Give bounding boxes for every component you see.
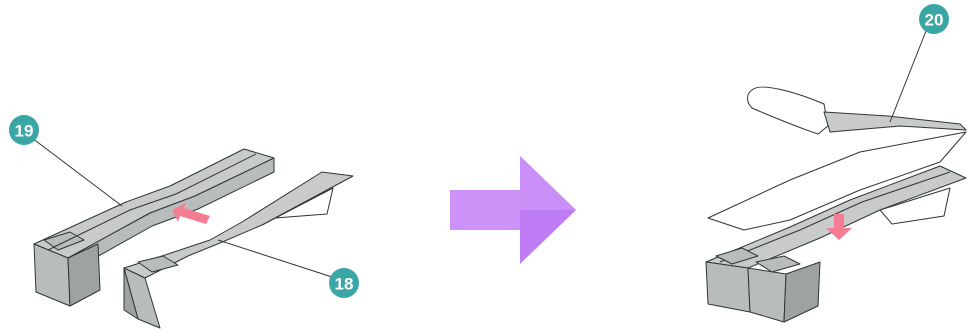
callout-20: 20 xyxy=(919,4,949,34)
leader-18 xyxy=(217,239,333,278)
white-sheet xyxy=(707,131,967,231)
callout-19-label: 19 xyxy=(15,122,34,141)
right-arrow-head-highlight xyxy=(520,156,576,210)
callout-18: 18 xyxy=(329,268,359,298)
callout-20-label: 20 xyxy=(925,11,944,30)
part-18-notch xyxy=(137,255,179,273)
right-beam-notch-2 xyxy=(755,255,801,273)
right-beam-notch-1 xyxy=(715,247,759,265)
insert-arrow-icon xyxy=(172,203,210,224)
leader-20 xyxy=(889,25,929,123)
callout-19-circle xyxy=(9,115,39,145)
left-step-panel: 19 18 xyxy=(9,115,359,329)
part-19-beam xyxy=(33,148,275,307)
leader-19 xyxy=(31,137,123,207)
part-20-curl xyxy=(747,86,829,135)
part-18-end-side xyxy=(123,267,139,320)
part-20-cover xyxy=(747,86,967,135)
callout-18-label: 18 xyxy=(335,275,354,294)
part-20-strip xyxy=(823,111,967,133)
callout-19: 19 xyxy=(9,115,39,145)
right-arrow-shaft-highlight xyxy=(450,190,520,230)
part-19-end-side xyxy=(67,243,101,307)
right-beam-end-side xyxy=(783,261,821,323)
down-arrow-icon xyxy=(826,214,852,240)
right-flap xyxy=(879,187,951,225)
step-arrow xyxy=(450,156,576,264)
part-19-notch xyxy=(43,231,85,251)
right-beam-end-front-2 xyxy=(747,267,787,323)
part-19-crease xyxy=(47,153,257,251)
right-beam-crease xyxy=(719,171,951,263)
callout-20-circle xyxy=(919,4,949,34)
callout-18-circle xyxy=(329,268,359,298)
right-beam-end-front xyxy=(705,261,751,313)
part-18-strip xyxy=(123,171,354,329)
right-step-panel: 20 xyxy=(705,4,967,323)
